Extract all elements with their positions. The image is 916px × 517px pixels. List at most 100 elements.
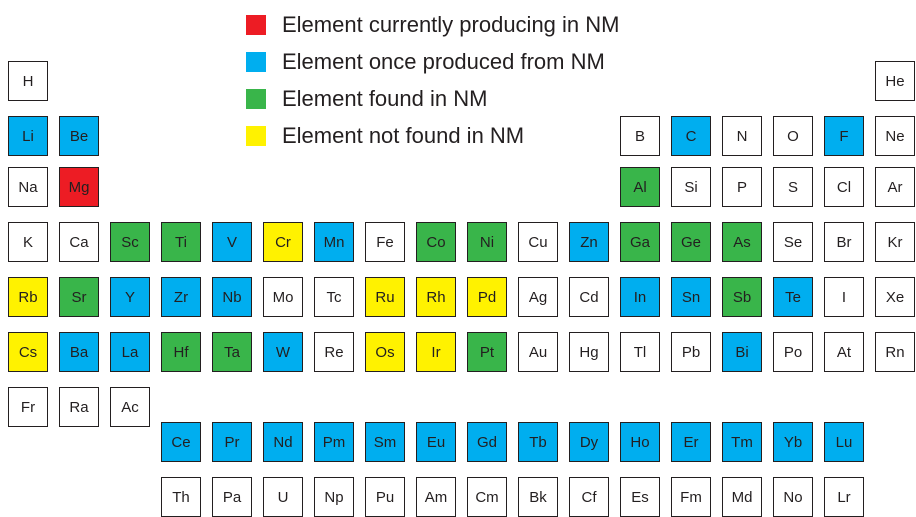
element-bi: Bi — [722, 332, 762, 372]
legend-swatch-producing — [246, 15, 266, 35]
element-ba: Ba — [59, 332, 99, 372]
legend-label-once-produced: Element once produced from NM — [282, 49, 605, 74]
element-ru: Ru — [365, 277, 405, 317]
element-cl: Cl — [824, 167, 864, 207]
element-yb: Yb — [773, 422, 813, 462]
element-pt: Pt — [467, 332, 507, 372]
element-rb: Rb — [8, 277, 48, 317]
element-tc: Tc — [314, 277, 354, 317]
element-pd: Pd — [467, 277, 507, 317]
element-tb: Tb — [518, 422, 558, 462]
element-sn: Sn — [671, 277, 711, 317]
element-in: In — [620, 277, 660, 317]
element-zr: Zr — [161, 277, 201, 317]
element-kr: Kr — [875, 222, 915, 262]
element-gd: Gd — [467, 422, 507, 462]
element-eu: Eu — [416, 422, 456, 462]
element-xe: Xe — [875, 277, 915, 317]
element-h: H — [8, 61, 48, 101]
element-o: O — [773, 116, 813, 156]
element-ra: Ra — [59, 387, 99, 427]
legend-swatch-once-produced — [246, 52, 266, 72]
element-at: At — [824, 332, 864, 372]
element-ac: Ac — [110, 387, 150, 427]
element-c: C — [671, 116, 711, 156]
element-re: Re — [314, 332, 354, 372]
element-cs: Cs — [8, 332, 48, 372]
element-au: Au — [518, 332, 558, 372]
element-pa: Pa — [212, 477, 252, 517]
element-hg: Hg — [569, 332, 609, 372]
element-zn: Zn — [569, 222, 609, 262]
element-er: Er — [671, 422, 711, 462]
element-p: P — [722, 167, 762, 207]
element-dy: Dy — [569, 422, 609, 462]
element-ar: Ar — [875, 167, 915, 207]
element-sc: Sc — [110, 222, 150, 262]
element-ne: Ne — [875, 116, 915, 156]
element-am: Am — [416, 477, 456, 517]
element-ta: Ta — [212, 332, 252, 372]
element-ca: Ca — [59, 222, 99, 262]
element-fr: Fr — [8, 387, 48, 427]
element-ho: Ho — [620, 422, 660, 462]
element-md: Md — [722, 477, 762, 517]
element-sb: Sb — [722, 277, 762, 317]
legend-label-found: Element found in NM — [282, 86, 488, 111]
element-fm: Fm — [671, 477, 711, 517]
element-cr: Cr — [263, 222, 303, 262]
element-mn: Mn — [314, 222, 354, 262]
legend-label-producing: Element currently producing in NM — [282, 12, 620, 37]
element-ti: Ti — [161, 222, 201, 262]
element-na: Na — [8, 167, 48, 207]
element-np: Np — [314, 477, 354, 517]
element-rh: Rh — [416, 277, 456, 317]
element-al: Al — [620, 167, 660, 207]
element-b: B — [620, 116, 660, 156]
element-ce: Ce — [161, 422, 201, 462]
element-u: U — [263, 477, 303, 517]
legend-swatch-found — [246, 89, 266, 109]
element-ni: Ni — [467, 222, 507, 262]
element-cf: Cf — [569, 477, 609, 517]
element-th: Th — [161, 477, 201, 517]
element-pm: Pm — [314, 422, 354, 462]
element-li: Li — [8, 116, 48, 156]
element-fe: Fe — [365, 222, 405, 262]
element-k: K — [8, 222, 48, 262]
legend-label-not-found: Element not found in NM — [282, 123, 525, 148]
legend-swatch-not-found — [246, 126, 266, 146]
element-mo: Mo — [263, 277, 303, 317]
element-co: Co — [416, 222, 456, 262]
element-hf: Hf — [161, 332, 201, 372]
element-cd: Cd — [569, 277, 609, 317]
element-cm: Cm — [467, 477, 507, 517]
element-mg: Mg — [59, 167, 99, 207]
element-tm: Tm — [722, 422, 762, 462]
element-ge: Ge — [671, 222, 711, 262]
element-f: F — [824, 116, 864, 156]
element-he: He — [875, 61, 915, 101]
element-n: N — [722, 116, 762, 156]
element-lr: Lr — [824, 477, 864, 517]
element-bk: Bk — [518, 477, 558, 517]
element-y: Y — [110, 277, 150, 317]
element-pu: Pu — [365, 477, 405, 517]
element-nb: Nb — [212, 277, 252, 317]
element-se: Se — [773, 222, 813, 262]
element-rn: Rn — [875, 332, 915, 372]
element-be: Be — [59, 116, 99, 156]
element-sr: Sr — [59, 277, 99, 317]
element-la: La — [110, 332, 150, 372]
element-nd: Nd — [263, 422, 303, 462]
element-es: Es — [620, 477, 660, 517]
element-s: S — [773, 167, 813, 207]
element-ir: Ir — [416, 332, 456, 372]
element-v: V — [212, 222, 252, 262]
element-po: Po — [773, 332, 813, 372]
element-br: Br — [824, 222, 864, 262]
element-no: No — [773, 477, 813, 517]
element-ag: Ag — [518, 277, 558, 317]
element-si: Si — [671, 167, 711, 207]
element-ga: Ga — [620, 222, 660, 262]
